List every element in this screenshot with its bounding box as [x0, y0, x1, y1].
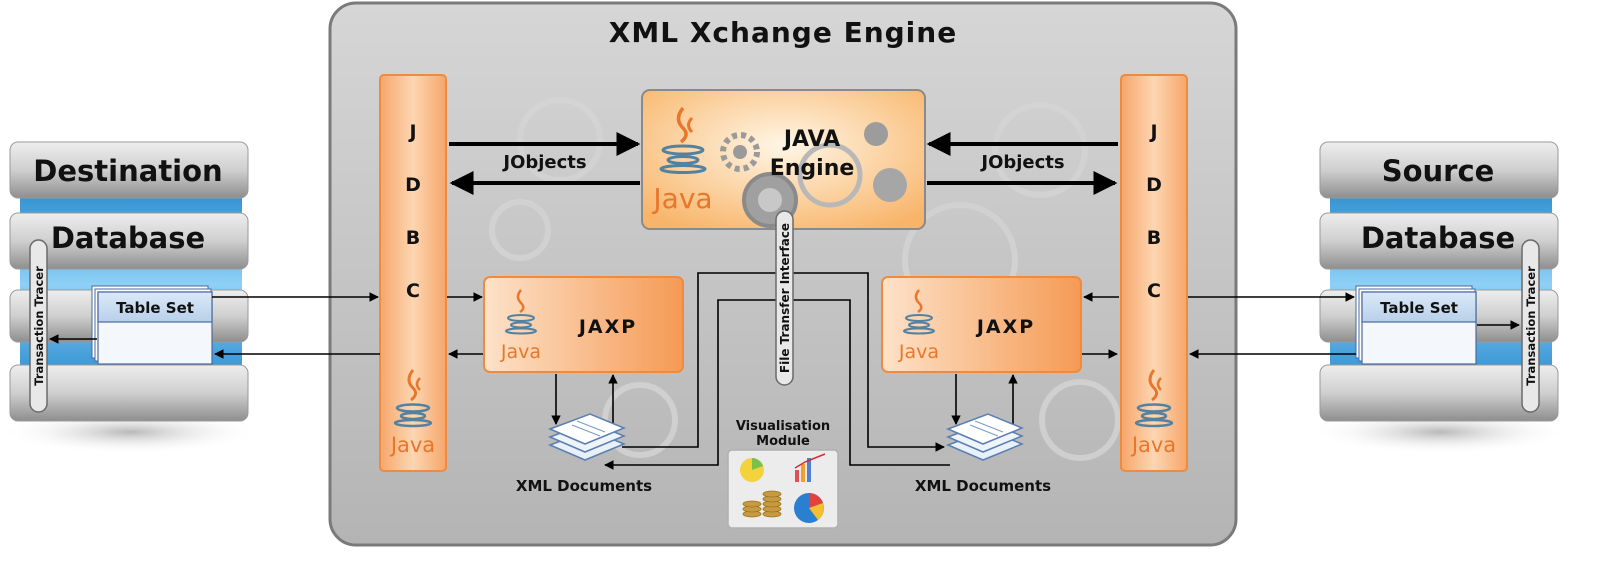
source-table-set: Table Set — [1355, 285, 1477, 365]
java-logo-icon — [1134, 369, 1174, 428]
java-logo-text: Java — [1130, 433, 1176, 457]
java-logo-icon — [903, 289, 935, 335]
jdbc-right-letter-d: D — [1146, 174, 1162, 196]
destination-table-set: Table Set — [91, 285, 213, 365]
jdbc-left-letter-j: J — [407, 121, 416, 143]
jdbc-right-letter-c: C — [1147, 280, 1161, 302]
java-logo-text: Java — [389, 433, 435, 457]
jobjects-left-label: JObjects — [501, 152, 586, 173]
db-jdbc-arrows — [212, 292, 1356, 359]
jdbc-left: J D B C Java — [379, 74, 447, 472]
java-logo-icon — [505, 289, 537, 335]
visualisation-module-icon — [727, 449, 839, 529]
jaxp-left: Java JAXP — [483, 276, 684, 373]
jaxp-left-java-text: Java — [500, 341, 541, 363]
java-engine: Java JAVA Engine — [641, 89, 926, 230]
destination-tracer-label: Transaction Tracer — [32, 266, 46, 386]
source-title-line2: Database — [1361, 221, 1515, 255]
jdbc-right: J D B C Java — [1120, 74, 1188, 472]
jaxp-left-label: JAXP — [577, 316, 637, 338]
jaxp-right: Java JAXP — [881, 276, 1082, 373]
jdbc-left-letter-b: B — [406, 227, 420, 249]
jobjects-right-label: JObjects — [979, 152, 1064, 173]
jobjects-arrows — [449, 132, 1118, 195]
source-tracer-label: Transaction Tracer — [1524, 266, 1538, 386]
java-logo-icon — [393, 369, 433, 428]
jdbc-right-letter-b: B — [1147, 227, 1161, 249]
destination-title-line2: Database — [51, 221, 205, 255]
java-engine-java-text: Java — [651, 182, 712, 215]
file-transfer-label: File Transfer Interface — [778, 223, 792, 373]
destination-title-line1: Destination — [33, 154, 222, 188]
visualisation-label-line2: Module — [756, 434, 810, 449]
xml-documents-left-label: XML Documents — [516, 477, 652, 495]
jdbc-left-letter-d: D — [405, 174, 421, 196]
xml-documents-right-icon — [945, 413, 1024, 461]
visualisation-label-line1: Visualisation — [736, 419, 830, 434]
jaxp-right-label: JAXP — [975, 316, 1035, 338]
source-transaction-tracer: Transaction Tracer — [1521, 239, 1540, 413]
source-database: Source Database Table Set Transaction Tr… — [1310, 141, 1570, 454]
gear-icon — [720, 122, 907, 228]
engine-title: XML Xchange Engine — [609, 16, 957, 49]
file-transfer-interface: File Transfer Interface — [775, 210, 794, 386]
source-table-set-label: Table Set — [1380, 299, 1458, 317]
background-gears-icon — [489, 97, 1121, 461]
destination-transaction-tracer: Transaction Tracer — [29, 239, 48, 413]
destination-database: Destination Database Table Set Transacti… — [0, 141, 260, 454]
java-engine-title-line1: JAVA — [782, 127, 840, 152]
java-engine-title-line2: Engine — [770, 156, 855, 181]
java-logo-icon — [659, 106, 707, 174]
jdbc-jaxp-arrows — [447, 292, 1119, 359]
jaxp-xml-arrows — [551, 374, 1018, 425]
jaxp-right-java-text: Java — [898, 341, 939, 363]
xml-documents-left-icon — [547, 413, 626, 461]
xml-documents-right-label: XML Documents — [915, 477, 1051, 495]
jdbc-left-letter-c: C — [406, 280, 420, 302]
destination-table-set-label: Table Set — [116, 299, 194, 317]
jdbc-right-letter-j: J — [1148, 121, 1157, 143]
source-title-line1: Source — [1382, 154, 1495, 188]
